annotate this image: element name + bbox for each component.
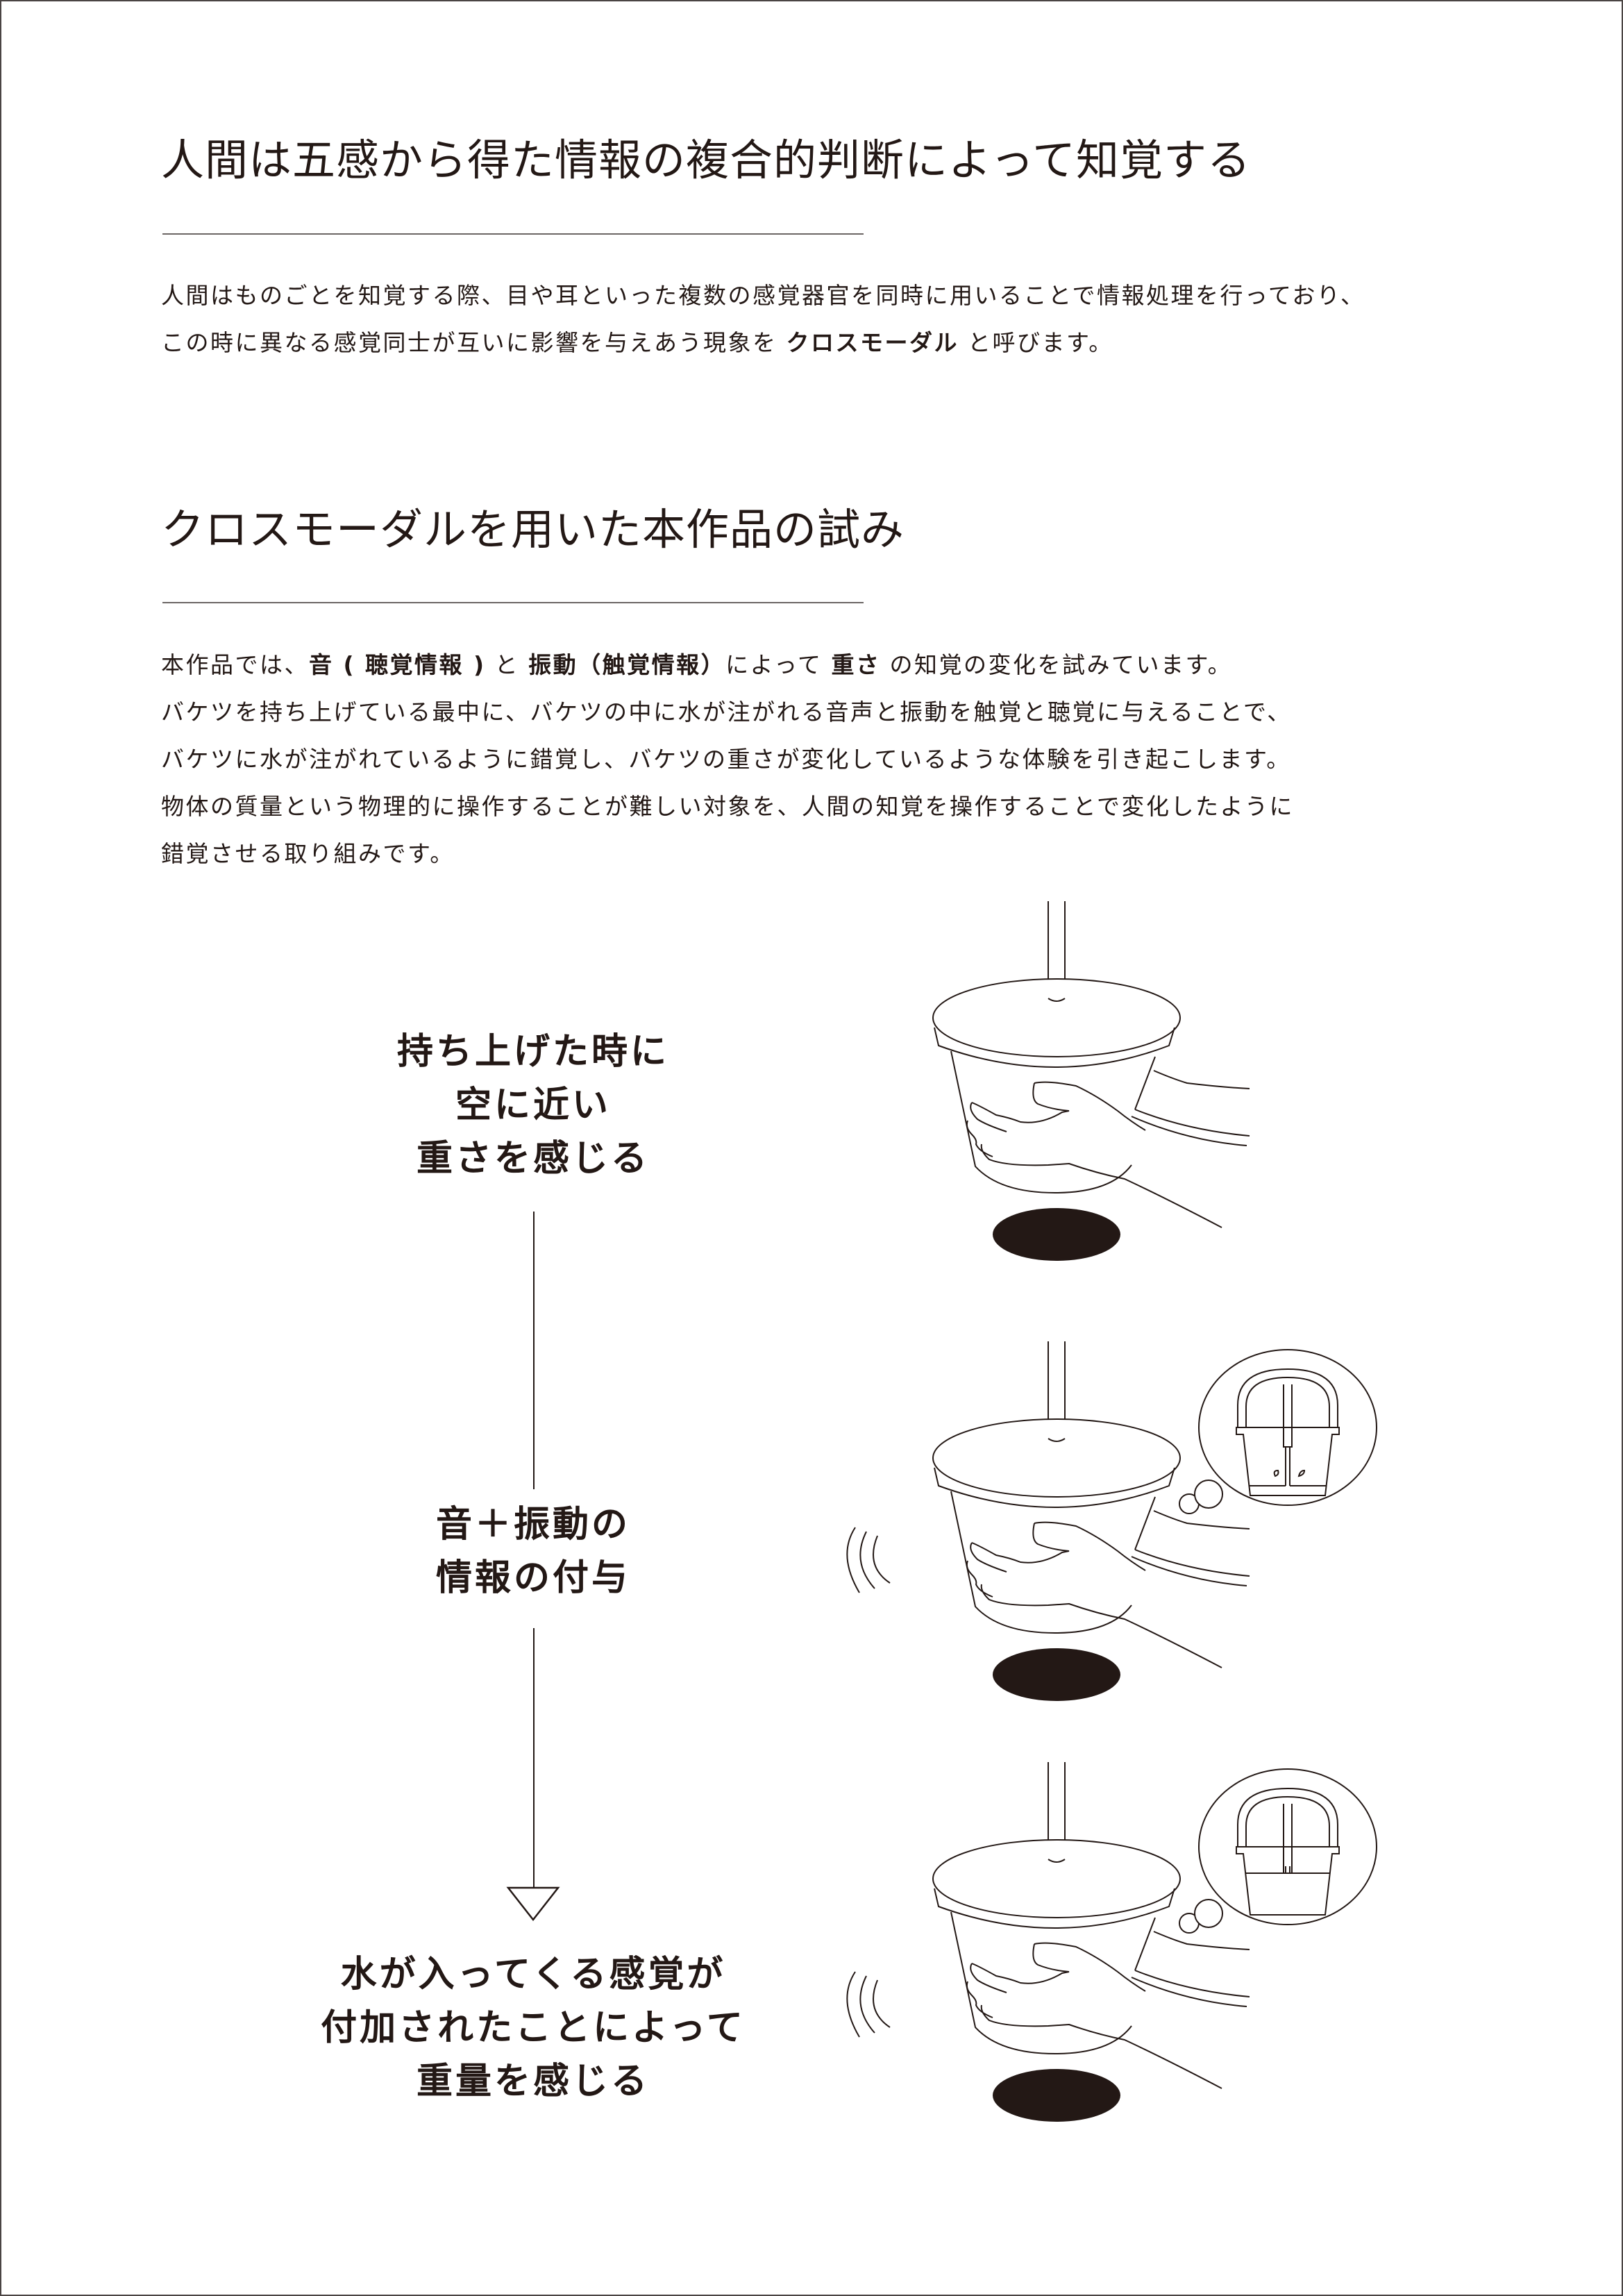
bucket-lift-empty-illustration — [932, 900, 1250, 1262]
section1-heading: 人間は五感から得た情報の複合的判断によって知覚する — [161, 135, 1252, 185]
section2-heading: クロスモーダルを用いた本作品の試み — [161, 504, 905, 555]
body-text: 人間はものごとを知覚する際、目や耳といった複数の感覚器官を同時に用いることで情報… — [161, 282, 1365, 309]
body-text: と呼びます。 — [959, 329, 1113, 356]
paragraph-line: 錯覚させる取り組みです。 — [161, 830, 1294, 878]
flow-line-1 — [533, 1212, 535, 1489]
section1-paragraph: 人間はものごとを知覚する際、目や耳といった複数の感覚器官を同時に用いることで情報… — [161, 272, 1365, 367]
paragraph-line: この時に異なる感覚同士が互いに影響を与えあう現象を クロスモーダル と呼びます。 — [161, 319, 1365, 367]
emphasis-text: 音 ( 聴覚情報 ) — [309, 651, 486, 678]
paragraph-line: 物体の質量という物理的に操作することが難しい対象を、人間の知覚を操作することで変… — [161, 783, 1294, 830]
vibration-waves-icon — [846, 1971, 891, 2038]
stage-label-line: 持ち上げた時に — [396, 1031, 669, 1073]
thought-bubble-filled-icon — [1179, 1768, 1377, 1934]
stage-label-line: 情報の付与 — [435, 1557, 630, 1599]
stage-3-label: 水が入ってくる感覚が 付加されたことによって 重量を感じる — [255, 1948, 811, 2109]
paragraph-line: バケツに水が注がれているように錯覚し、バケツの重さが変化しているような体験を引き… — [161, 736, 1294, 783]
stage-label-line: 重さを感じる — [416, 1138, 650, 1180]
stage-label-line: 音＋振動の — [435, 1504, 630, 1545]
emphasis-text: クロスモーダル — [786, 329, 959, 356]
section2-paragraph: 本作品では、音 ( 聴覚情報 ) と 振動（触覚情報）によって 重さ の知覚の変… — [161, 642, 1294, 878]
stage-2-label: 音＋振動の 情報の付与 — [325, 1498, 741, 1605]
body-text: によって — [725, 651, 832, 678]
section1-divider — [162, 233, 864, 235]
thought-bubble-pouring-icon — [1179, 1349, 1377, 1514]
body-text: 物体の質量という物理的に操作することが難しい対象を、人間の知覚を操作することで変… — [161, 793, 1295, 820]
paragraph-line: 人間はものごとを知覚する際、目や耳といった複数の感覚器官を同時に用いることで情報… — [161, 272, 1365, 319]
body-text: と — [485, 651, 529, 678]
body-text: 錯覚させる取り組みです。 — [161, 840, 455, 867]
emphasis-text: 重さ — [831, 651, 881, 678]
vibration-waves-icon — [846, 1527, 891, 1593]
body-text: 本作品では、 — [161, 651, 309, 678]
body-text: バケツに水が注がれているように錯覚し、バケツの重さが変化しているような体験を引き… — [161, 746, 1291, 773]
stage-label-line: 付加されたことによって — [321, 2007, 746, 2049]
paragraph-line: 本作品では、音 ( 聴覚情報 ) と 振動（触覚情報）によって 重さ の知覚の変… — [161, 642, 1294, 689]
section2-divider — [162, 602, 864, 603]
body-text: この時に異なる感覚同士が互いに影響を与えあう現象を — [161, 329, 787, 356]
down-triangle-arrow-icon — [506, 1886, 560, 1922]
stage-label-line: 水が入ってくる感覚が — [340, 1954, 726, 1995]
flow-line-2 — [533, 1628, 535, 1920]
stage-1-label: 持ち上げた時に 空に近い 重さを感じる — [325, 1025, 741, 1186]
body-text: バケツを持ち上げている最中に、バケツの中に水が注がれる音声と振動を触覚と聴覚に与… — [161, 698, 1292, 726]
emphasis-text: 振動（触覚情報） — [528, 651, 726, 678]
stage-label-line: 重量を感じる — [416, 2061, 650, 2102]
paragraph-line: バケツを持ち上げている最中に、バケツの中に水が注がれる音声と振動を触覚と聴覚に与… — [161, 689, 1294, 736]
body-text: の知覚の変化を試みています。 — [880, 651, 1233, 678]
stage-label-line: 空に近い — [455, 1084, 611, 1126]
